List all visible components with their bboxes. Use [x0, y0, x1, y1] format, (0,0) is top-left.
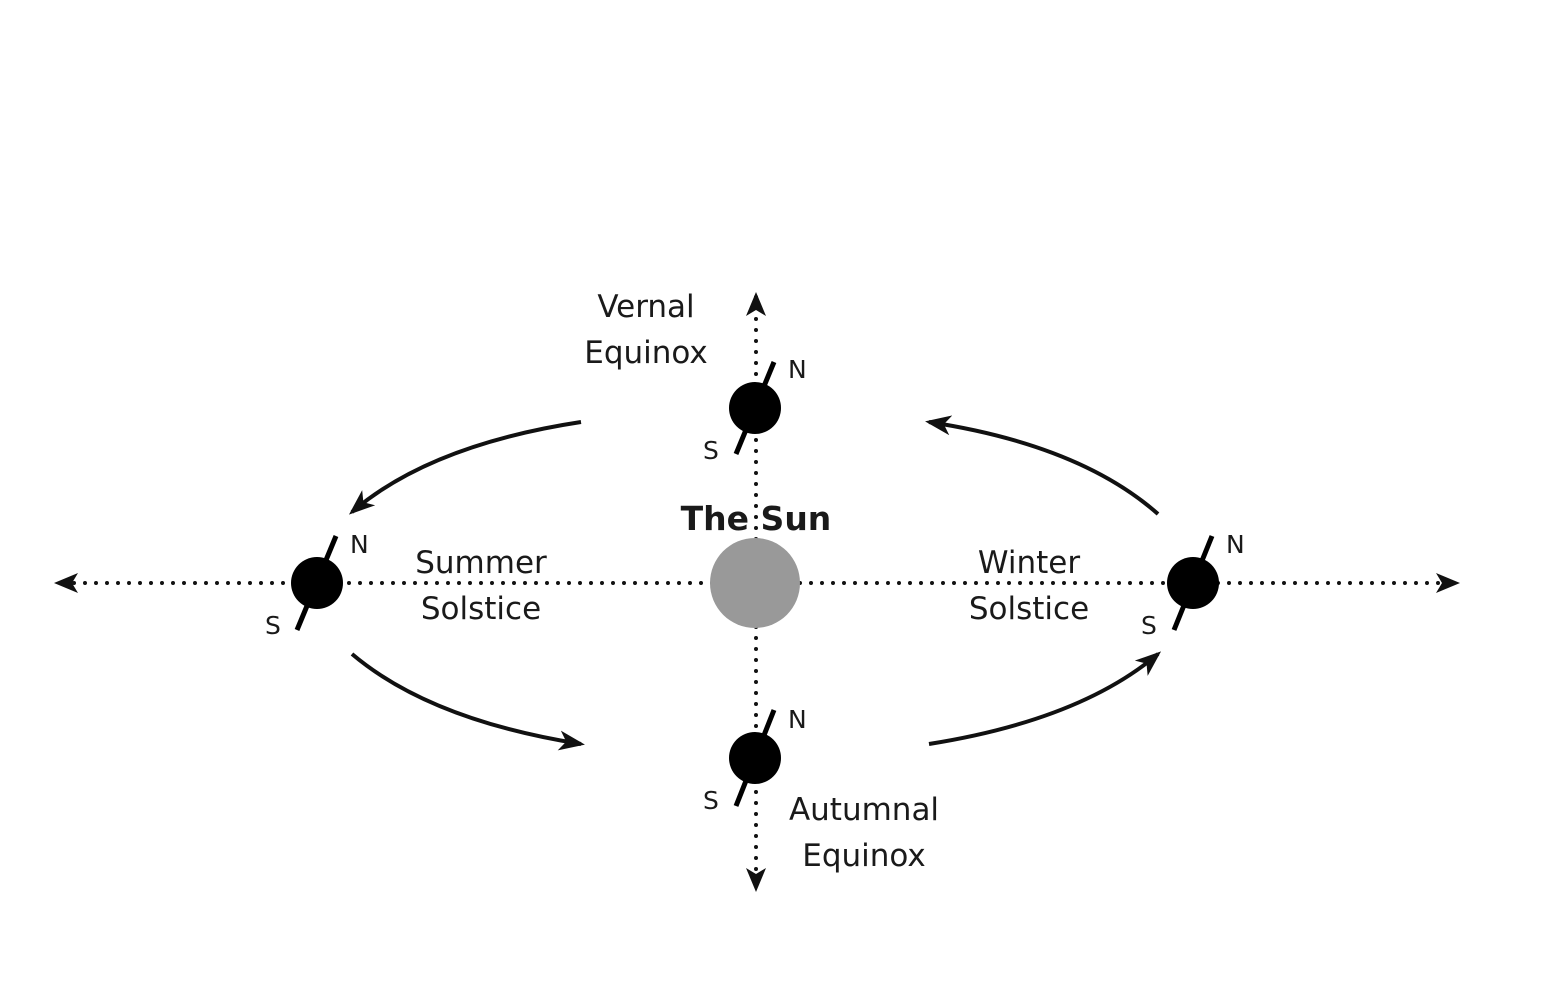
earth-vernal-disc — [729, 382, 781, 434]
south-pole-label-summer: S — [265, 611, 281, 640]
north-pole-label-winter: N — [1226, 530, 1245, 559]
winter-solstice-label-line1: Winter — [978, 545, 1080, 581]
earth-summer-disc — [291, 557, 343, 609]
earth-autumnal — [729, 709, 781, 807]
south-pole-label-vernal: S — [703, 436, 719, 465]
orbit-arrow-winter-to-vernal — [925, 415, 1160, 516]
vernal-equinox-label-line2: Equinox — [584, 335, 708, 371]
winter-solstice-label-line2: Solstice — [969, 591, 1089, 627]
earth-vernal — [729, 361, 781, 455]
north-pole-label-autumnal: N — [788, 705, 807, 734]
north-pole-label-vernal: N — [788, 355, 807, 384]
vernal-equinox-label-line1: Vernal — [597, 289, 694, 325]
autumnal-equinox-label-line1: Autumnal — [789, 792, 939, 828]
autumnal-equinox-label-line2: Equinox — [802, 838, 926, 874]
orbit-arrow-autumnal-to-winter — [928, 651, 1162, 746]
earth-winter-disc — [1167, 557, 1219, 609]
earth-autumnal-disc — [729, 732, 781, 784]
earth-summer — [291, 535, 343, 631]
sun — [710, 538, 800, 628]
sun-label: The Sun — [681, 499, 832, 538]
south-pole-label-winter: S — [1141, 611, 1157, 640]
summer-solstice-label-line2: Solstice — [421, 591, 541, 627]
south-pole-label-autumnal: S — [703, 786, 719, 815]
north-pole-label-summer: N — [350, 530, 369, 559]
summer-solstice-label-line1: Summer — [415, 545, 547, 581]
earth-winter — [1167, 535, 1219, 631]
orbit-arrow-vernal-to-summer — [348, 420, 582, 515]
orbit-arrow-summer-to-autumnal — [350, 652, 585, 751]
